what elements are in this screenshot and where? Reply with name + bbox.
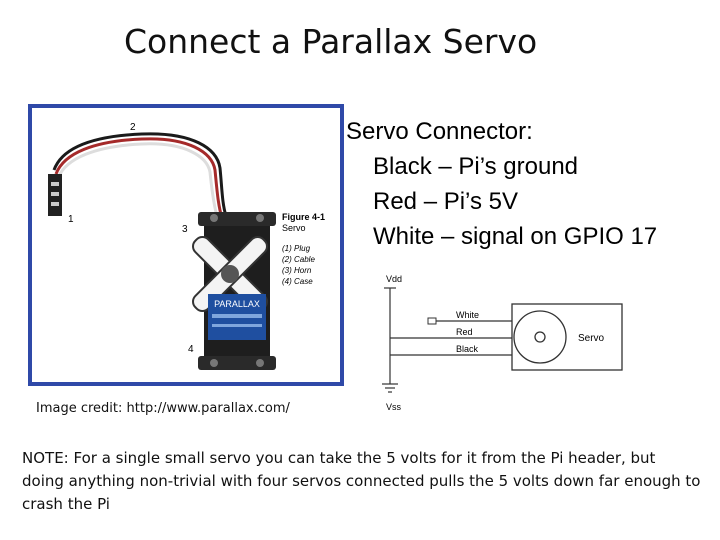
servo-connector-list: Servo Connector: Black – Pi’s ground Red… — [346, 114, 657, 254]
callout-2: 2 — [130, 122, 136, 133]
servo-illustration: PARALLAX 2 1 3 4 Figure 4-1 Servo (1) Pl… — [48, 122, 325, 370]
brand-label-text: PARALLAX — [214, 299, 260, 309]
red-wire — [54, 137, 224, 219]
note-text: NOTE: For a single small servo you can t… — [22, 449, 701, 513]
legend-case: (4) Case — [282, 277, 313, 286]
connector-white: White – signal on GPIO 17 — [373, 223, 658, 250]
wire-label-black: Black — [456, 344, 479, 354]
legend-cable: (2) Cable — [282, 255, 315, 264]
figure-subtitle: Servo — [282, 223, 306, 233]
white-wire — [56, 142, 220, 221]
legend-plug: (1) Plug — [282, 244, 311, 253]
slide-title: Connect a Parallax Servo — [124, 22, 538, 61]
callout-1: 1 — [68, 214, 74, 225]
black-wire — [52, 132, 228, 217]
legend-horn: (3) Horn — [282, 266, 312, 275]
servo-photo: PARALLAX 2 1 3 4 Figure 4-1 Servo (1) Pl… — [28, 104, 344, 386]
wire-label-red: Red — [456, 327, 473, 337]
connector-red: Red – Pi’s 5V — [373, 188, 518, 215]
image-credit: Image credit: http://www.parallax.com/ — [36, 401, 290, 416]
vss-label: Vss — [386, 402, 402, 412]
servo-horn — [192, 236, 268, 312]
servo-schematic: Vdd Vss White Red Black Servo — [382, 274, 623, 412]
wire-label-white: White — [456, 310, 479, 320]
callout-4: 4 — [188, 344, 194, 355]
schematic-servo-label: Servo — [578, 333, 605, 344]
figure-title: Figure 4-1 — [282, 212, 325, 222]
callout-3: 3 — [182, 224, 188, 235]
connector-heading: Servo Connector: — [346, 118, 533, 145]
vdd-label: Vdd — [386, 274, 402, 284]
connector-black: Black – Pi’s ground — [373, 153, 579, 180]
